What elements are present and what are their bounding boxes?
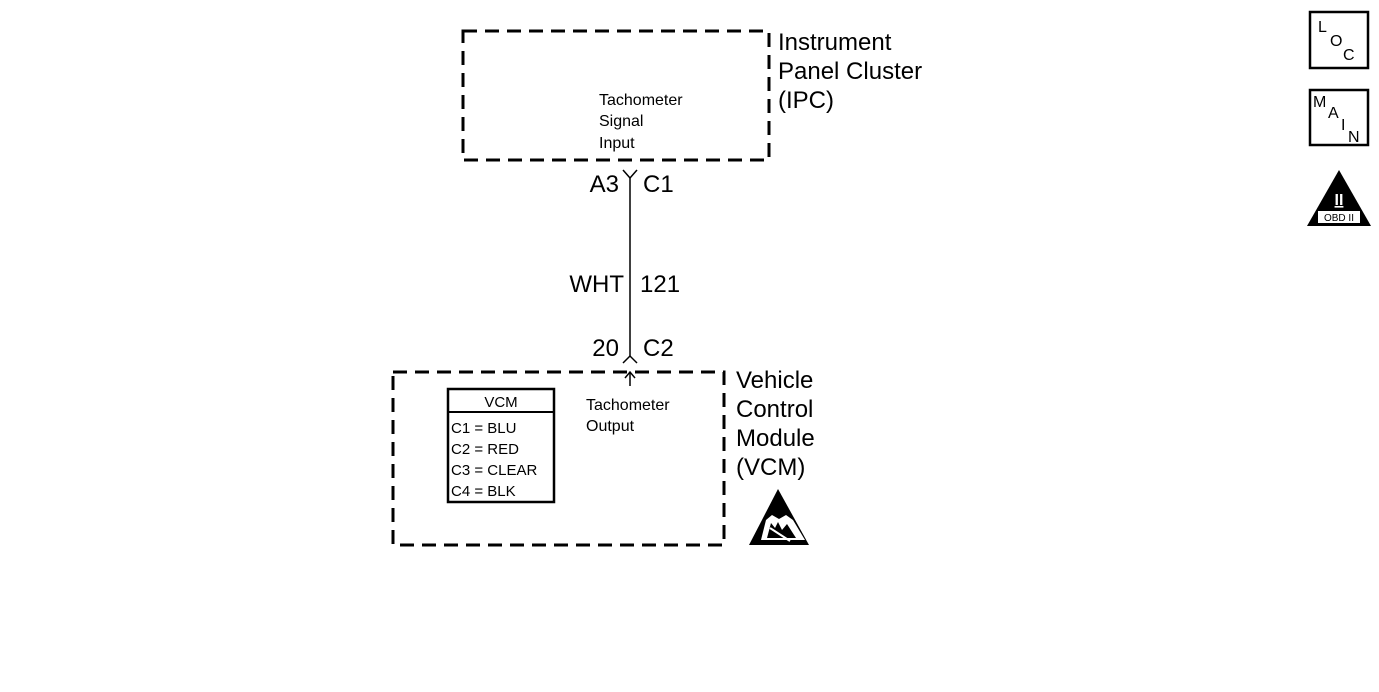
- legend-row-c1: C1 = BLU: [451, 420, 516, 437]
- location-icon[interactable]: L O C: [1308, 10, 1370, 70]
- main-letter-i: I: [1341, 117, 1345, 134]
- ipc-name-line-3: (IPC): [778, 87, 834, 114]
- legend-row-c4: C4 = BLK: [451, 483, 516, 500]
- loc-letter-o: O: [1330, 33, 1342, 50]
- loc-letter-l: L: [1318, 19, 1327, 36]
- loc-letter-c: C: [1343, 47, 1355, 64]
- vcm-box: [391, 370, 726, 547]
- obd-ii-icon[interactable]: II OBD II: [1307, 170, 1371, 226]
- vcm-name-line-3: Module: [736, 425, 815, 452]
- main-letter-n: N: [1348, 129, 1360, 146]
- legend-title: VCM: [484, 394, 517, 411]
- ipc-connector-id: C1: [643, 171, 674, 198]
- ipc-name-line-2: Panel Cluster: [778, 58, 922, 85]
- vcm-connector-symbol: [622, 354, 638, 364]
- obd-roman-numeral: II: [1335, 192, 1344, 209]
- ipc-name-line-1: Instrument: [778, 29, 892, 56]
- obd-label: OBD II: [1324, 213, 1354, 224]
- legend-row-c3: C3 = CLEAR: [451, 462, 537, 479]
- vcm-name-line-4: (VCM): [736, 454, 805, 481]
- main-icon[interactable]: M A I N: [1308, 88, 1370, 147]
- ipc-signal-line-3: Input: [599, 135, 635, 152]
- vcm-connector-legend: VCM C1 = BLU C2 = RED C3 = CLEAR C4 = BL…: [446, 387, 556, 504]
- vcm-connector-id: C2: [643, 335, 674, 362]
- main-letter-m: M: [1313, 94, 1326, 111]
- vcm-name-line-2: Control: [736, 396, 813, 423]
- ipc-pin-number: A3: [590, 171, 619, 198]
- ipc-connector-symbol: [622, 169, 638, 180]
- legend-row-c2: C2 = RED: [451, 441, 519, 458]
- wire-circuit-number: 121: [640, 271, 680, 298]
- vcm-signal-line-1: Tachometer: [586, 397, 670, 414]
- vcm-name-line-1: Vehicle: [736, 367, 813, 394]
- main-letter-a: A: [1328, 105, 1339, 122]
- ipc-signal-line-2: Signal: [599, 113, 643, 130]
- vcm-output-arrow-head: [624, 370, 636, 379]
- ipc-box: [461, 29, 771, 162]
- wire-color: WHT: [569, 271, 624, 298]
- vcm-signal-line-2: Output: [586, 418, 635, 435]
- esd-warning-icon: [749, 489, 809, 545]
- vcm-pin-number: 20: [592, 335, 619, 362]
- ipc-signal-line-1: Tachometer: [599, 92, 683, 109]
